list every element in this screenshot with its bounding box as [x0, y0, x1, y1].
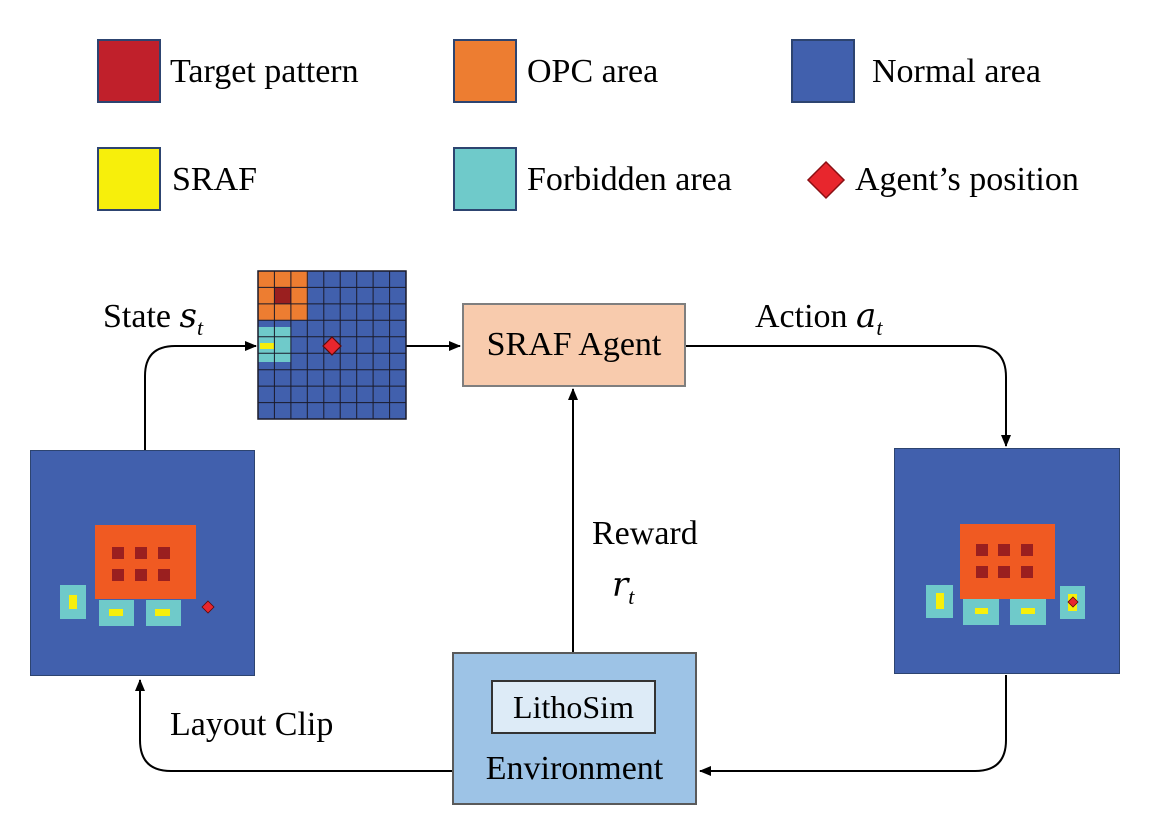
layout-clip-label: Layout Clip [170, 706, 334, 743]
environment-box: LithoSim Environment [452, 652, 697, 805]
legend-label-sraf: SRAF [172, 161, 258, 198]
layout-clip-left-content [60, 525, 215, 626]
legend-swatch-forbidden-area [453, 147, 517, 211]
layout-clip-left [30, 450, 255, 676]
legend-swatch-target-pattern [97, 39, 161, 103]
action-label: Action at [755, 296, 882, 340]
right-clip-to-env-arrow [699, 675, 1007, 776]
legend-label-opc-area: OPC area [527, 53, 659, 90]
state-symbol: s [179, 296, 197, 336]
action-label-text: Action [755, 298, 857, 335]
action-subscript: t [876, 315, 883, 340]
sraf-agent-box: SRAF Agent [462, 303, 686, 387]
sraf-agent-label: SRAF Agent [486, 326, 662, 363]
action-arrow [686, 345, 1011, 447]
legend-swatch-sraf [97, 147, 161, 211]
legend-label-normal-area: Normal area [872, 53, 1041, 90]
legend-label-agent-position: Agent’s position [855, 161, 1079, 198]
legend-swatch-normal-area [791, 39, 855, 103]
state-subscript: t [196, 315, 204, 340]
reward-label: Reward [592, 515, 698, 552]
lithosim-label: LithoSim [513, 688, 634, 725]
state-label-text: State [103, 298, 180, 335]
lithosim-box: LithoSim [491, 680, 656, 734]
state-arrow [144, 341, 257, 450]
state-label: State st [103, 296, 203, 340]
layout-clip-right [894, 448, 1120, 674]
reward-subscript: t [628, 584, 635, 609]
legend-label-target-pattern: Target pattern [170, 53, 359, 90]
action-symbol: a [856, 296, 877, 336]
legend-label-forbidden-area: Forbidden area [527, 161, 732, 198]
legend-swatch-opc-area [453, 39, 517, 103]
layout-clip-right-content [926, 524, 1085, 625]
reward-symbol-wrap: rt [612, 565, 634, 609]
environment-label: Environment [485, 750, 664, 787]
reward-symbol: r [612, 565, 629, 605]
layout-clip-arrow [135, 679, 452, 772]
